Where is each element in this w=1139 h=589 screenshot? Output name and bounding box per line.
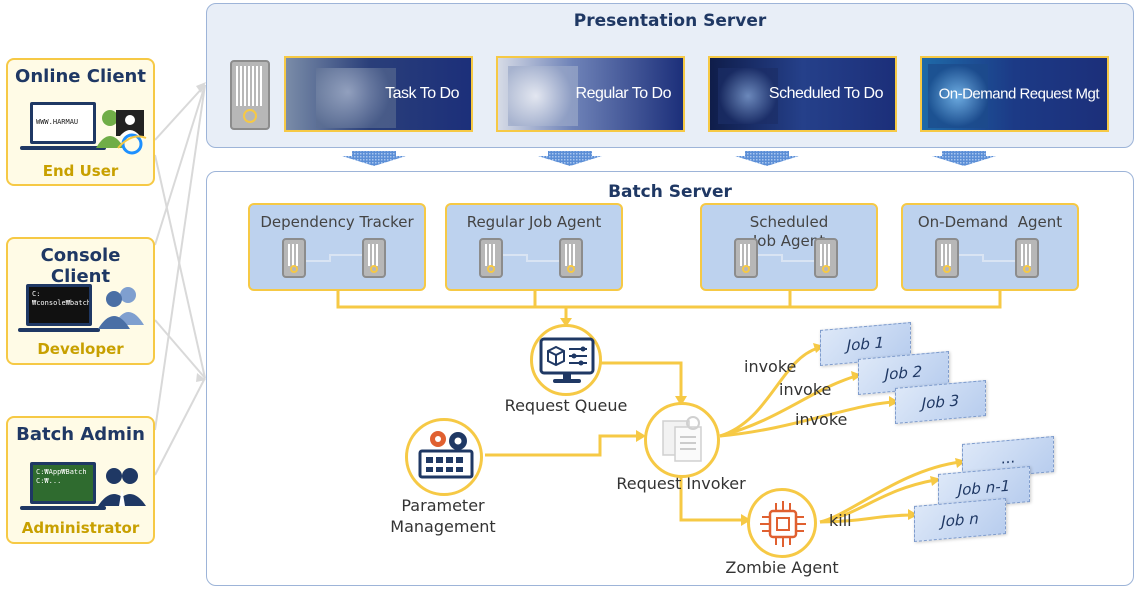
agent-title: Scheduled Job Agent — [749, 213, 829, 250]
request-queue-node — [530, 324, 602, 396]
client-role: Administrator — [21, 519, 140, 537]
job-label: Job n-1 — [957, 476, 1011, 500]
agent-title: On-Demand Agent — [917, 213, 1063, 231]
tile-label: Regular To Do — [575, 85, 672, 102]
monitor-base — [20, 146, 106, 150]
parameter-management-node — [405, 418, 483, 496]
screen-text: WWW.HARMAU — [36, 118, 79, 126]
node-label: Request Invoker — [616, 474, 746, 493]
panel-title: Batch Server — [608, 182, 732, 202]
panel-title: Presentation Server — [573, 11, 767, 31]
agent-title: Dependency Tracker — [260, 213, 414, 231]
server-icon — [230, 60, 270, 130]
tile-photo — [928, 64, 988, 128]
agent-scheduled-job: Scheduled Job Agent — [700, 203, 878, 291]
node-label: Zombie Agent — [725, 558, 839, 577]
request-invoker-node — [644, 402, 720, 478]
server-icon — [282, 238, 306, 278]
documents-gear-icon — [662, 416, 702, 462]
client-online: Online Client WWW.HARMAU End User — [6, 58, 155, 186]
user-ie-icon — [96, 110, 147, 155]
agent-regular-job: Regular Job Agent — [445, 203, 623, 291]
client-title: Batch Admin — [16, 424, 145, 445]
monitor-base — [18, 328, 100, 332]
gear-panel-icon — [418, 431, 474, 479]
screen-text: C:₩App₩Batch C:₩... — [36, 468, 87, 485]
node-label: Parameter Management — [390, 496, 496, 536]
invoke-label: invoke — [795, 410, 848, 429]
server-icon — [935, 238, 959, 278]
job-label: Job 3 — [921, 391, 960, 413]
server-icon — [362, 238, 386, 278]
tile-regular-to-do[interactable]: Regular To Do — [496, 56, 685, 132]
admin-group-icon — [98, 468, 146, 506]
agent-on-demand: On-Demand Agent — [901, 203, 1079, 291]
tile-photo — [718, 68, 778, 124]
invoke-label: invoke — [744, 357, 797, 376]
client-batch-admin: Batch Admin C:₩App₩Batch C:₩... Administ… — [6, 416, 155, 544]
chip-icon — [760, 501, 806, 547]
job-label: Job n — [941, 509, 979, 531]
client-console: Console Client C:₩console₩batch₩library₩… — [6, 237, 155, 365]
tile-scheduled-to-do[interactable]: Scheduled To Do — [708, 56, 897, 132]
tile-task-to-do[interactable]: Task To Do — [284, 56, 473, 132]
monitor-icon: C:₩console₩batch₩library₩app₩executions₩ — [26, 284, 92, 326]
monitor-icon: C:₩App₩Batch C:₩... — [30, 462, 96, 504]
screen-text: C:₩console₩batch₩library₩app₩executions₩ — [32, 290, 92, 307]
user-group-icon — [98, 287, 144, 329]
tile-photo — [316, 68, 396, 128]
server-icon — [734, 238, 758, 278]
client-role: End User — [42, 162, 119, 180]
agent-title: Regular Job Agent — [466, 213, 602, 231]
job-label: Job 1 — [846, 333, 885, 355]
server-icon — [559, 238, 583, 278]
queue-monitor-icon — [539, 337, 595, 383]
tile-label: On-Demand Request Mgt — [938, 85, 1100, 103]
batch-server-panel: Batch Server — [206, 171, 1134, 586]
tile-label: Task To Do — [385, 85, 459, 102]
agent-dependency-tracker: Dependency Tracker — [248, 203, 426, 291]
client-title: Console Client — [40, 245, 121, 287]
tile-label: Scheduled To Do — [768, 85, 884, 102]
server-icon — [814, 238, 838, 278]
job-label: Job 2 — [884, 362, 923, 384]
client-role: Developer — [37, 340, 124, 358]
tile-photo — [508, 66, 578, 126]
kill-label: kill — [829, 511, 852, 530]
zombie-agent-node — [747, 488, 817, 558]
client-title: Online Client — [15, 66, 146, 87]
server-icon — [479, 238, 503, 278]
server-icon — [1015, 238, 1039, 278]
node-label: Request Queue — [504, 396, 628, 415]
monitor-base — [20, 506, 106, 510]
invoke-label: invoke — [779, 380, 832, 399]
monitor-icon: WWW.HARMAU — [30, 102, 96, 144]
tile-on-demand-request-mgt[interactable]: On-Demand Request Mgt — [920, 56, 1109, 132]
